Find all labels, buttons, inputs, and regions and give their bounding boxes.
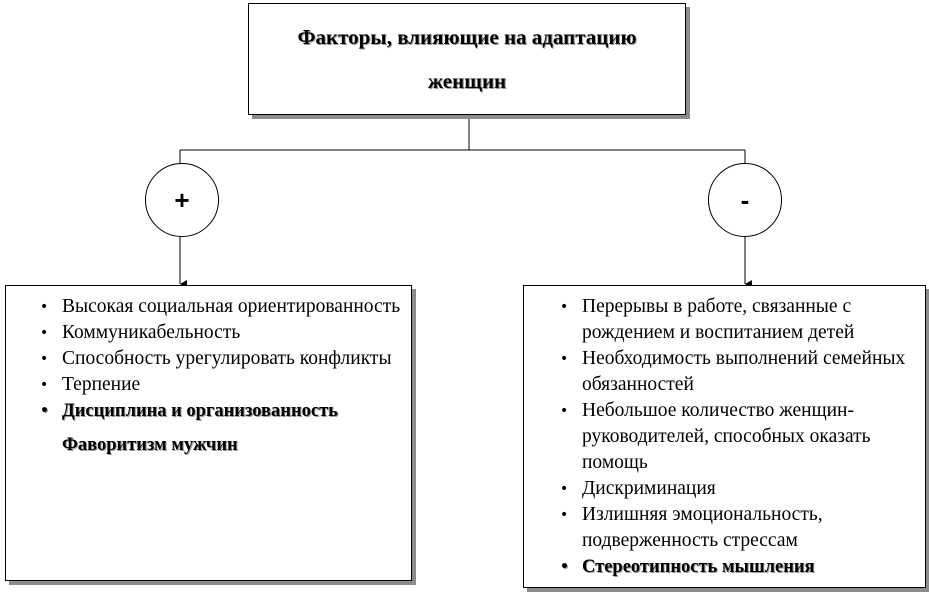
negative-factors-box: Перерывы в работе, связанные с рождением… <box>523 285 926 588</box>
favoritism-note: Фаворитизм мужчин <box>62 435 238 455</box>
positive-factors-list: Высокая социальная ориентированность Ком… <box>6 294 401 424</box>
list-item: Дискриминация <box>524 476 915 502</box>
positive-factor-node: + <box>145 163 219 237</box>
minus-symbol: - <box>740 184 750 215</box>
list-item: Необходимость выполнений семейных обязан… <box>524 346 915 398</box>
plus-symbol: + <box>174 184 190 215</box>
title-box: Факторы, влияющие на адаптацию женщин <box>248 3 686 115</box>
list-item: Перерывы в работе, связанные с рождением… <box>524 294 915 346</box>
list-item: Дисциплина и организованность <box>6 398 401 424</box>
list-item: Терпение <box>6 372 401 398</box>
diagram-title: Факторы, влияющие на адаптацию женщин <box>297 25 637 93</box>
list-item: Высокая социальная ориентированность <box>6 294 401 320</box>
positive-factors-box: Высокая социальная ориентированность Ком… <box>5 285 412 581</box>
list-item: Коммуникабельность <box>6 320 401 346</box>
list-item: Способность урегулировать конфликты <box>6 346 401 372</box>
list-item: Стереотипность мышления <box>524 554 915 580</box>
negative-factor-node: - <box>708 163 782 237</box>
list-item: Небольшое количество женщин-руководителе… <box>524 398 915 476</box>
list-item: Излишняя эмоциональность, подверженность… <box>524 502 915 554</box>
negative-factors-list: Перерывы в работе, связанные с рождением… <box>524 294 915 580</box>
